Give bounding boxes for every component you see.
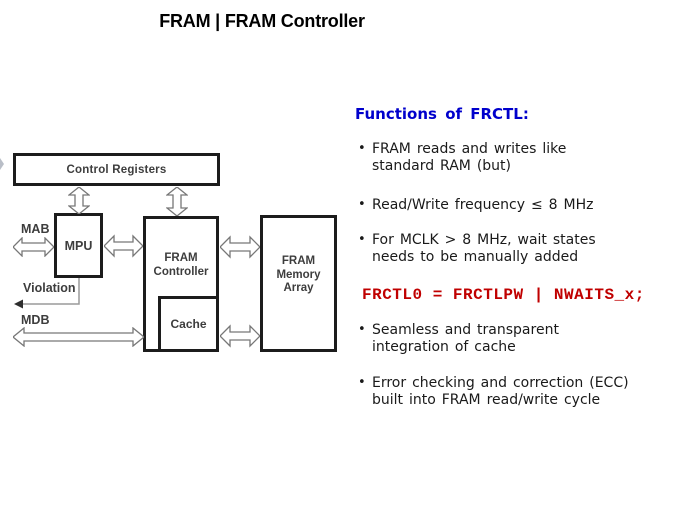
bullet-icon: • [358, 375, 366, 390]
mab-bus-label: MAB [21, 222, 50, 236]
block-control-registers: Control Registers [13, 153, 220, 186]
violation-arrow-icon [14, 278, 80, 309]
panel-heading: Functions of FRCTL: [355, 105, 529, 123]
block-fram-controller-label: FRAM Controller [153, 252, 209, 278]
block-cache: Cache [158, 296, 219, 352]
bullet-text: Seamless and transparent integration of … [372, 322, 559, 355]
bullet-icon: • [358, 141, 366, 156]
bullet-icon: • [358, 322, 366, 337]
block-fram-memory-array-label: FRAM Memory Array [276, 255, 321, 294]
bullet-text: For MCLK > 8 MHz, wait states needs to b… [372, 232, 596, 265]
bidir-arrow-mab-icon [13, 237, 54, 257]
bidir-arrow-cr-framctl-icon [166, 187, 188, 216]
bidir-arrow-mdb-icon [13, 327, 144, 347]
bidir-arrow-mpu-framctl-icon [104, 234, 143, 258]
violation-label: Violation [23, 281, 76, 295]
bullet-item: • For MCLK > 8 MHz, wait states needs to… [355, 232, 669, 266]
block-control-registers-label: Control Registers [66, 163, 167, 176]
bullet-text: Error checking and correction (ECC) buil… [372, 375, 629, 408]
bullet-icon: • [358, 232, 366, 247]
bullet-item: • Seamless and transparent integration o… [355, 322, 669, 356]
bullet-item: • FRAM reads and writes like standard RA… [355, 141, 669, 175]
bullet-item: • Read/Write frequency ≤ 8 MHz [355, 197, 669, 214]
page-title: FRAM | FRAM Controller [159, 11, 365, 31]
block-fram-memory-array: FRAM Memory Array [260, 215, 337, 352]
block-cache-label: Cache [170, 317, 207, 331]
bidir-arrow-framctl-memory-icon [220, 235, 260, 259]
bullet-item: • Error checking and correction (ECC) bu… [355, 375, 669, 409]
bidir-arrow-cache-memory-icon [220, 324, 260, 348]
block-mpu-label: MPU [64, 238, 93, 253]
bullet-text: Read/Write frequency ≤ 8 MHz [372, 197, 594, 213]
bullet-icon: • [358, 197, 366, 212]
bidir-arrow-cr-mpu-icon [68, 187, 90, 214]
code-snippet: FRCTL0 = FRCTLPW | NWAITS_x; [362, 286, 645, 304]
bullet-text: FRAM reads and writes like standard RAM … [372, 141, 567, 174]
block-mpu: MPU [54, 213, 103, 278]
mdb-bus-label: MDB [21, 313, 50, 327]
left-edge-artifact [0, 158, 4, 170]
